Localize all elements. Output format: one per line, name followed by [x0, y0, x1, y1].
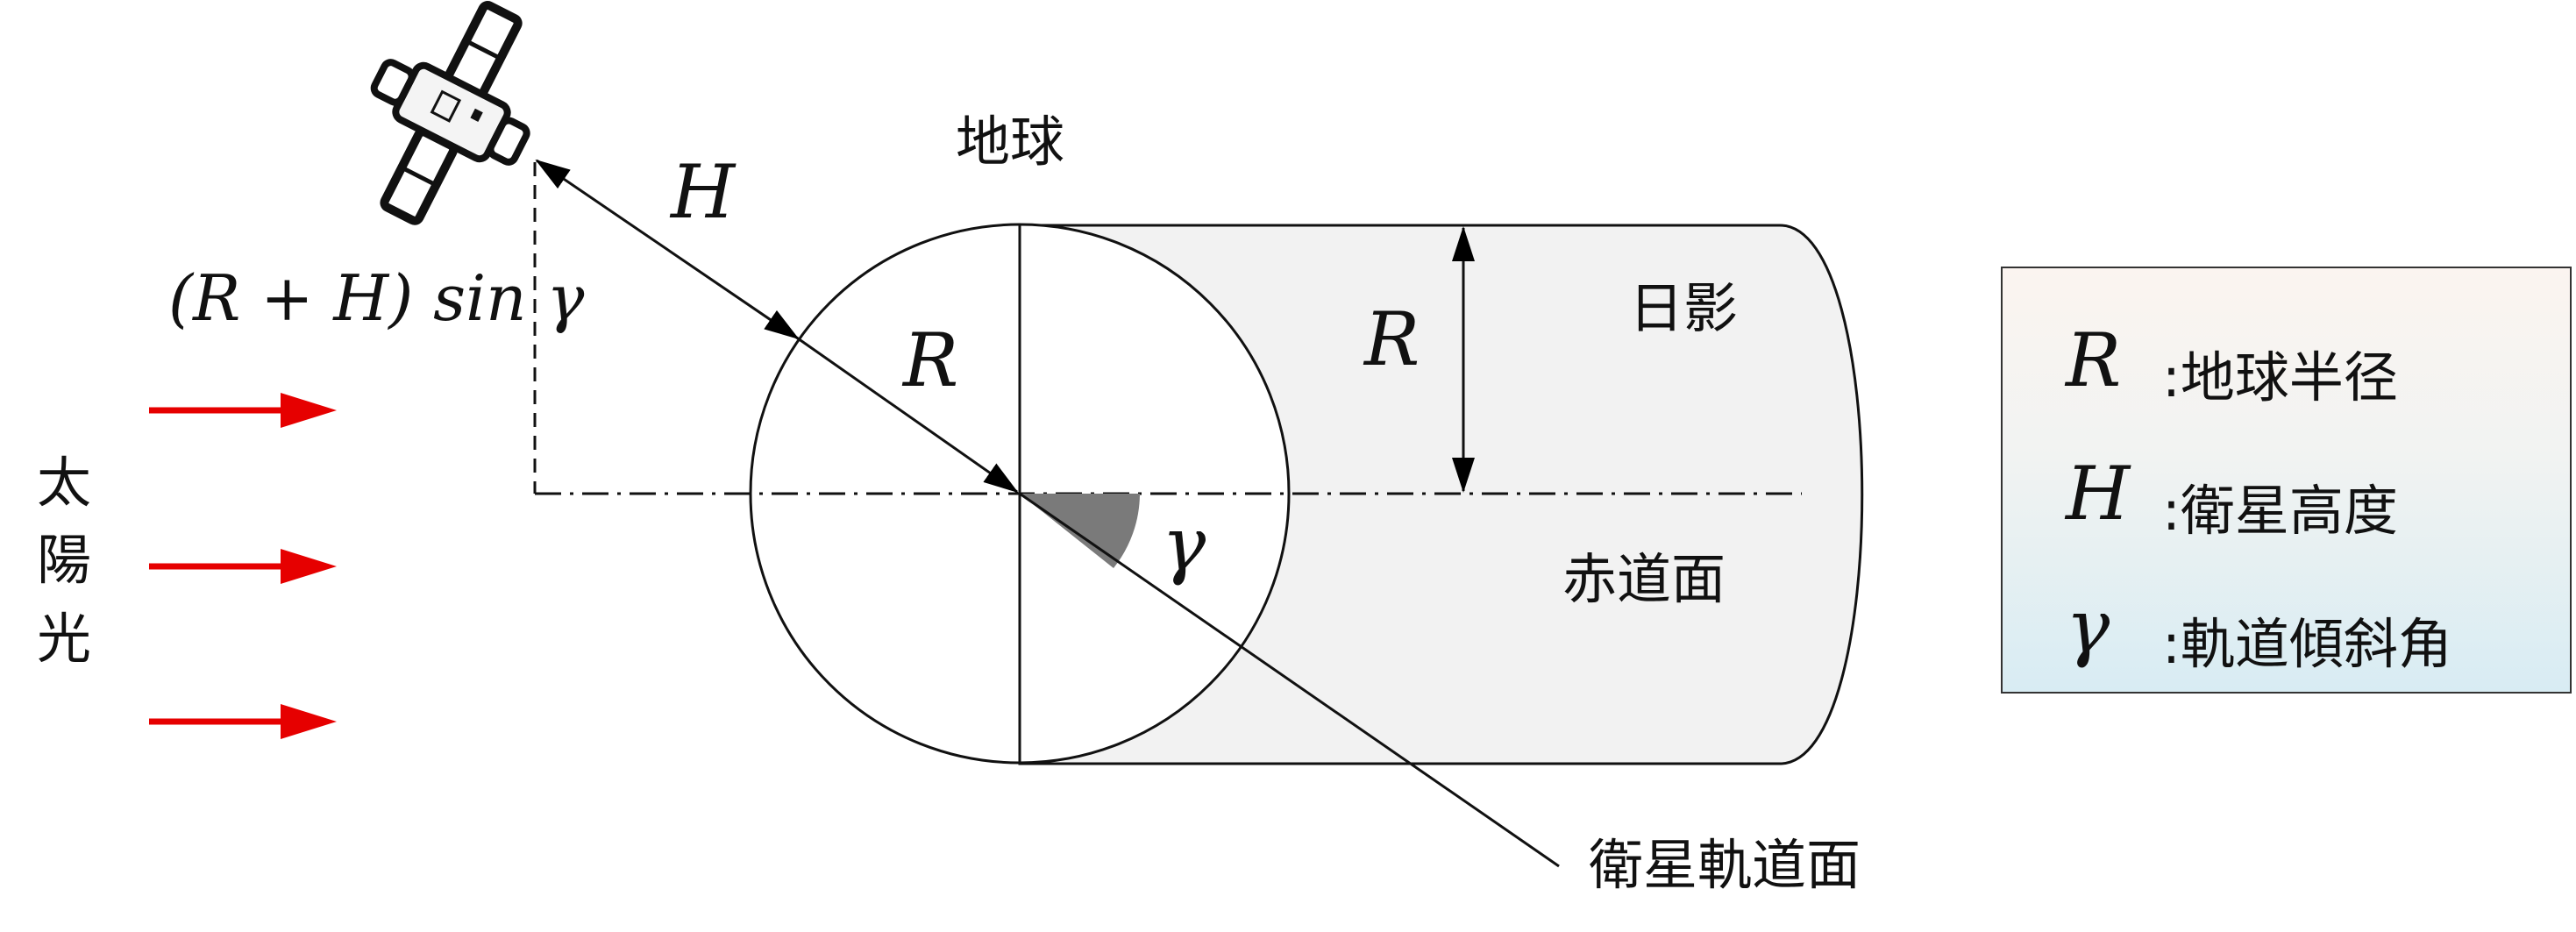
orbit-plane-line	[1019, 492, 1560, 868]
inclination-angle-wedge	[1020, 494, 1140, 568]
legend-symbol: H	[2066, 451, 2131, 537]
sunlight-label-char-2: 陽	[37, 528, 91, 592]
earth-radius-arrow	[797, 337, 1019, 494]
sunlight-label-char-3: 光	[37, 607, 91, 671]
legend-box: R :地球半径 H :衛星高度 γ :軌道傾斜角	[2001, 267, 2572, 694]
inclination-symbol: γ	[1162, 502, 1206, 587]
legend-item-inclination: γ :軌道傾斜角	[2003, 577, 2570, 676]
satellite-icon	[370, 1, 530, 225]
shadow-label: 日影	[1629, 276, 1738, 340]
orbit-plane-label: 衛星軌道面	[1589, 833, 1861, 897]
legend-text: :軌道傾斜角	[2162, 612, 2452, 676]
legend-text: :地球半径	[2162, 345, 2398, 409]
legend-text: :衛星高度	[2162, 479, 2398, 543]
equatorial-plane-label: 赤道面	[1562, 547, 1726, 611]
earth-radius-symbol: R	[901, 317, 958, 403]
legend-item-radius: R :地球半径	[2003, 310, 2570, 409]
earth-label: 地球	[956, 110, 1064, 174]
sun-arrow-icon	[149, 393, 337, 739]
altitude-arrow	[535, 159, 800, 340]
legend-symbol: R	[2066, 317, 2122, 403]
altitude-symbol: H	[669, 149, 737, 235]
legend-item-altitude: H :衛星高度	[2003, 444, 2570, 543]
sunlight-label-char-1: 太	[37, 451, 91, 515]
legend-symbol: γ	[2066, 584, 2110, 670]
projection-formula: (R + H) sin γ	[168, 261, 585, 335]
shadow-radius-symbol: R	[1363, 296, 1420, 382]
